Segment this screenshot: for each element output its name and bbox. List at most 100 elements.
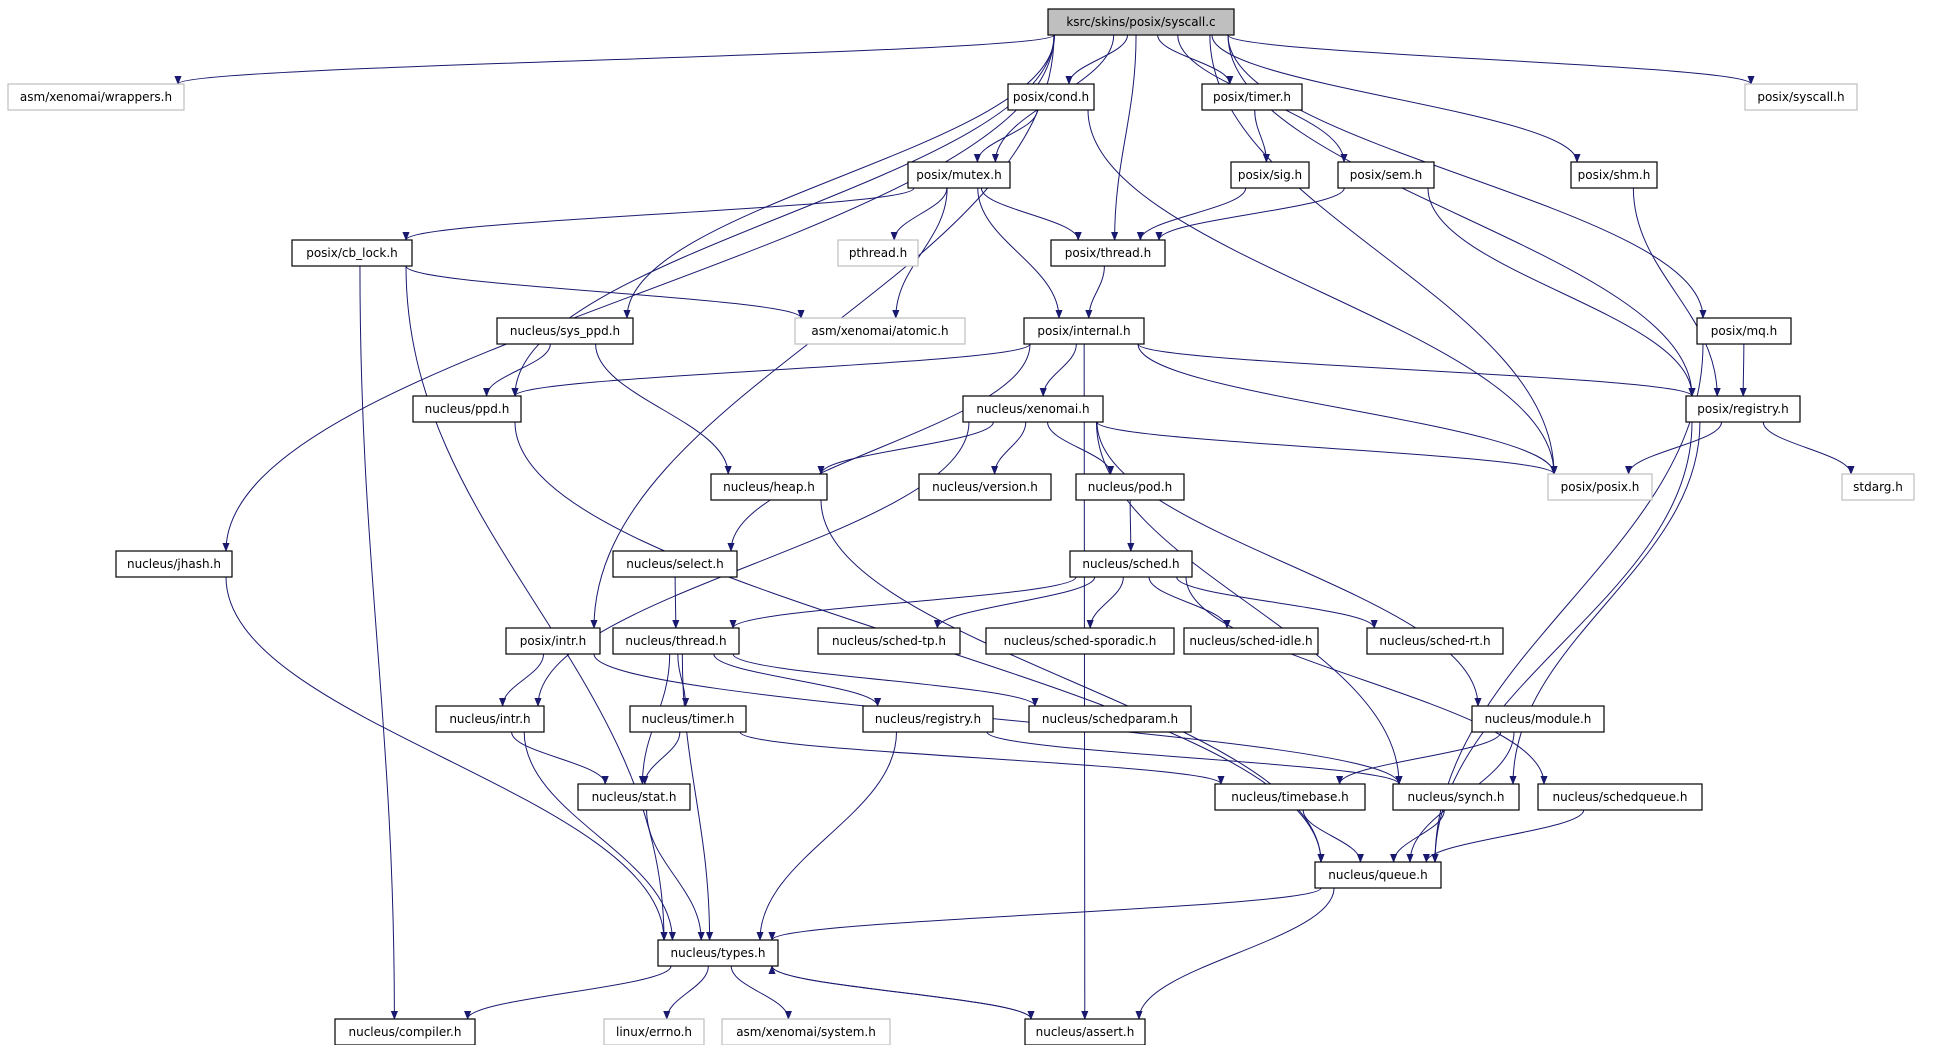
node-pthread-thread[interactable]: posix/thread.h — [1050, 239, 1166, 267]
node-nregistry[interactable]: nucleus/registry.h — [862, 705, 994, 733]
edge-mq-to-queue — [1431, 343, 1704, 863]
node-schedparam[interactable]: nucleus/schedparam.h — [1028, 705, 1192, 733]
edge-synch-to-queue — [1390, 809, 1445, 863]
node-timebase[interactable]: nucleus/timebase.h — [1214, 783, 1366, 811]
node-sched[interactable]: nucleus/sched.h — [1069, 550, 1193, 578]
node-box — [412, 395, 522, 423]
node-sys-ppd[interactable]: nucleus/sys_ppd.h — [496, 317, 634, 345]
node-box — [1201, 83, 1303, 111]
node-sched-sporadic[interactable]: nucleus/sched-sporadic.h — [985, 627, 1175, 655]
node-select[interactable]: nucleus/select.h — [612, 550, 738, 578]
node-sched-rt[interactable]: nucleus/sched-rt.h — [1366, 627, 1504, 655]
node-synch[interactable]: nucleus/synch.h — [1392, 783, 1520, 811]
node-intr-p[interactable]: posix/intr.h — [505, 627, 601, 655]
edge-nthread-to-types — [681, 653, 714, 941]
node-box — [1366, 627, 1504, 655]
edge-nthread-to-schedparam — [732, 653, 1039, 707]
node-pod[interactable]: nucleus/pod.h — [1075, 473, 1185, 501]
edge-registry_p-to-posix_h — [1625, 421, 1723, 475]
edge-xenomai-to-pod — [1047, 421, 1115, 475]
edge-syscall_c-to-pthread_thread — [1111, 34, 1137, 241]
edge-select-to-nthread — [672, 576, 680, 629]
node-label: posix/shm.h — [1578, 168, 1651, 182]
edge-sched-to-sched_tp — [933, 576, 1096, 629]
node-ntimer[interactable]: nucleus/timer.h — [629, 705, 747, 733]
node-timer[interactable]: posix/timer.h — [1201, 83, 1303, 111]
node-sched-tp[interactable]: nucleus/sched-tp.h — [817, 627, 961, 655]
edge-nthread-to-nregistry — [713, 653, 882, 707]
edge-syscall_c-to-syscall_h — [1227, 34, 1755, 85]
node-label: nucleus/types.h — [671, 946, 766, 960]
edge-jhash-to-types — [225, 576, 668, 941]
edge-internal-to-registry_p — [1137, 343, 1696, 397]
node-queue[interactable]: nucleus/queue.h — [1314, 861, 1442, 889]
node-box — [115, 550, 233, 578]
edge-registry_p-to-stdarg — [1762, 421, 1855, 475]
node-compiler[interactable]: nucleus/compiler.h — [334, 1018, 476, 1045]
node-sched-idle[interactable]: nucleus/sched-idle.h — [1183, 627, 1319, 655]
node-ppd[interactable]: nucleus/ppd.h — [412, 395, 522, 423]
node-heap[interactable]: nucleus/heap.h — [710, 473, 828, 501]
node-box — [577, 783, 691, 811]
node-syscall-h: posix/syscall.h — [1744, 83, 1858, 111]
edge-pthread_thread-to-internal — [1085, 265, 1105, 319]
node-internal[interactable]: posix/internal.h — [1023, 317, 1145, 345]
node-label: nucleus/assert.h — [1036, 1025, 1135, 1039]
edge-sig-to-pthread_thread — [1136, 187, 1247, 241]
node-mq[interactable]: posix/mq.h — [1696, 317, 1792, 345]
edge-nregistry-to-synch — [986, 731, 1403, 785]
node-label: linux/errno.h — [616, 1025, 692, 1039]
node-cb-lock[interactable]: posix/cb_lock.h — [291, 239, 413, 267]
node-box — [1471, 705, 1605, 733]
node-stat[interactable]: nucleus/stat.h — [577, 783, 691, 811]
node-xenomai[interactable]: nucleus/xenomai.h — [962, 395, 1104, 423]
node-label: nucleus/registry.h — [875, 712, 981, 726]
edge-internal-to-ppd — [511, 343, 1031, 397]
node-types[interactable]: nucleus/types.h — [657, 939, 779, 967]
node-box — [1050, 239, 1166, 267]
edge-internal-to-posix_h — [1137, 343, 1558, 475]
edge-sys_ppd-to-ppd — [483, 343, 551, 397]
node-schedqueue[interactable]: nucleus/schedqueue.h — [1537, 783, 1703, 811]
node-label: nucleus/pod.h — [1088, 480, 1172, 494]
node-wrappers: asm/xenomai/wrappers.h — [7, 83, 185, 111]
edge-xenomai-to-nintr — [534, 421, 970, 707]
node-registry-p[interactable]: posix/registry.h — [1685, 395, 1801, 423]
node-shm[interactable]: posix/shm.h — [1570, 161, 1658, 189]
node-label: nucleus/ppd.h — [425, 402, 510, 416]
node-box — [1047, 8, 1235, 36]
node-box — [1841, 473, 1915, 501]
node-mutex[interactable]: posix/mutex.h — [907, 161, 1011, 189]
node-label: nucleus/select.h — [626, 557, 724, 571]
node-sig[interactable]: posix/sig.h — [1230, 161, 1310, 189]
node-jhash[interactable]: nucleus/jhash.h — [115, 550, 233, 578]
node-syscall-c[interactable]: ksrc/skins/posix/syscall.c — [1047, 8, 1235, 36]
node-box — [817, 627, 961, 655]
edge-cond-to-posix_h — [1087, 109, 1558, 475]
node-nintr[interactable]: nucleus/intr.h — [435, 705, 545, 733]
node-module[interactable]: nucleus/module.h — [1471, 705, 1605, 733]
node-label: stdarg.h — [1853, 480, 1903, 494]
edge-xenomai-to-version — [991, 421, 1027, 475]
edge-sched-to-sched_rt — [1176, 576, 1378, 629]
node-label: nucleus/xenomai.h — [976, 402, 1089, 416]
node-box — [657, 939, 779, 967]
node-box — [505, 627, 601, 655]
node-version[interactable]: nucleus/version.h — [918, 473, 1052, 501]
edge-sem-to-pthread_thread — [1155, 187, 1345, 241]
edge-xenomai-to-module — [1096, 421, 1482, 707]
edge-timebase-to-queue — [1302, 809, 1364, 863]
node-sem[interactable]: posix/sem.h — [1337, 161, 1435, 189]
node-cond[interactable]: posix/cond.h — [1007, 83, 1095, 111]
node-box — [1537, 783, 1703, 811]
edge-xenomai-to-posix_h — [1096, 421, 1558, 475]
edge-intr_p-to-nintr — [499, 653, 545, 707]
node-box — [1570, 161, 1658, 189]
node-box — [1547, 473, 1653, 501]
edge-mutex-to-pthread — [890, 187, 948, 241]
edge-syscall_c-to-wrappers — [174, 34, 1055, 85]
node-label: nucleus/sched-idle.h — [1189, 634, 1312, 648]
node-box — [1314, 861, 1442, 889]
node-nthread[interactable]: nucleus/thread.h — [612, 627, 740, 655]
node-assert[interactable]: nucleus/assert.h — [1024, 1018, 1146, 1045]
